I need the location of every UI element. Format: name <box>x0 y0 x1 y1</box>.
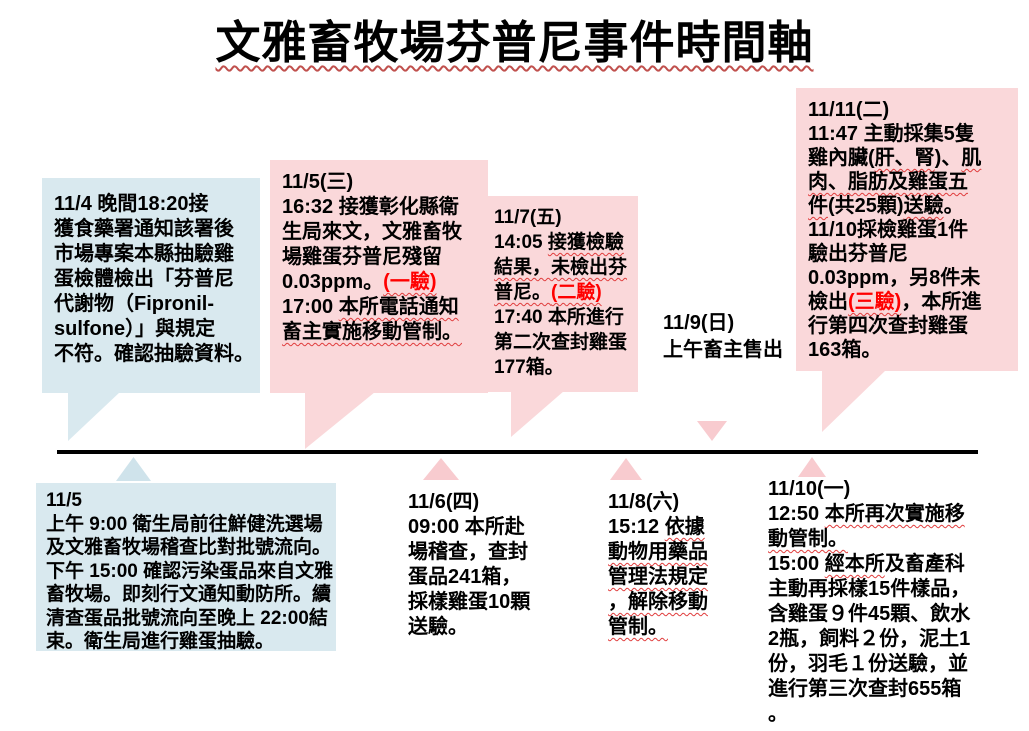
marker-triangle-11-8 <box>610 458 642 480</box>
block-11-10-text4: 經本所 <box>824 553 885 575</box>
callout-11-5-tail <box>305 392 375 449</box>
callout-11-11-text8: ，本所進 行第四次查封雞蛋 163箱。 <box>808 291 982 361</box>
marker-triangle-11-10 <box>798 457 826 477</box>
callout-11-7-text: 11/7(五) 14:05 <box>494 207 562 253</box>
callout-11-7-tail <box>511 391 564 437</box>
callout-11-5-text2: 17:00 <box>282 296 334 318</box>
callout-11-11-text5: (共25顆) <box>828 195 904 217</box>
callout-11-4-tail <box>68 392 120 441</box>
block-11-6: 11/6(四) 09:00 本所赴 場稽查，查封 蛋品241箱， 採樣雞蛋10顆… <box>408 490 530 640</box>
callout-11-11-text3: )、 <box>934 147 962 169</box>
callout-11-11-text6: 送驗 <box>903 195 944 217</box>
block-11-10: 11/10(一) 12:50 本所再次實施移 動管制。 15:00 經本所及畜產… <box>768 477 970 727</box>
page-title-text: 文雅畜牧場芬普尼事件時間軸 <box>215 17 814 68</box>
callout-11-4-text: 11/4 晚間18:20接 獲食藥署通知該署後 市場專案本縣抽驗雞 蛋檢體檢出「… <box>54 193 254 365</box>
block-11-10-text2: 本所再次實施移 動管制。 <box>768 503 965 550</box>
block-11-5: 11/5 上午 9:00 衛生局前往鮮健洗選場 及文雅畜牧場稽查比對批號流向。 … <box>36 483 336 652</box>
callout-11-5: 11/5(三) 16:32 接獲彰化縣衛 生局來文，文雅畜牧 場雞蛋芬普尼殘留 … <box>270 160 488 393</box>
callout-11-7: 11/7(五) 14:05 接獲檢驗 結果，未檢出芬 普尼。(二驗) 17:40… <box>486 196 638 392</box>
block-11-5-text: 11/5 上午 9:00 衛生局前往鮮健洗選場 及文雅畜牧場稽查比對批號流向。 … <box>46 490 334 652</box>
callout-11-11-text2: 肝、腎 <box>874 147 935 169</box>
callout-11-11-tail <box>822 370 886 432</box>
block-11-10-text3: 15:00 <box>768 553 820 575</box>
second-test-label: (二驗) <box>551 282 602 303</box>
callout-11-4: 11/4 晚間18:20接 獲食藥署通知該署後 市場專案本縣抽驗雞 蛋檢體檢出「… <box>42 178 260 393</box>
callout-11-5-text: 11/5(三) 16:32 接獲彰化縣衛 生局來文，文雅畜牧 場雞蛋芬普尼殘留 … <box>282 171 462 293</box>
marker-triangle-11-9 <box>697 421 727 441</box>
block-11-8-text: 11/8(六) 15:12 <box>608 491 680 538</box>
callout-11-5-text3: 本所電話通知 畜主實施移動管制。 <box>282 296 462 343</box>
block-11-10-text: 11/10(一) 12:50 <box>768 478 851 525</box>
callout-11-11: 11/11(二) 11:47 主動採集5隻 雞內臟(肝、腎)、肌 肉、脂肪及雞蛋… <box>796 88 1018 371</box>
block-11-8-text2: 依據 動物用藥品 管理法規定 ，解除移動 管制。 <box>608 516 708 638</box>
block-11-8: 11/8(六) 15:12 依據 動物用藥品 管理法規定 ，解除移動 管制。 <box>608 490 708 640</box>
callout-11-7-text3: 17:40 本所進行 第二次查封雞蛋 177箱。 <box>494 307 628 378</box>
label-11-9-text: 11/9(日) 上午畜主售出 <box>663 312 783 361</box>
callout-11-11-text4: 肌 肉、脂肪及雞蛋五 件 <box>808 147 982 217</box>
callout-11-11-text7: 。 11/10採檢雞蛋1件 驗出芬普尼 0.03ppm，另8件未 檢出 <box>808 195 981 313</box>
label-11-9: 11/9(日) 上午畜主售出 <box>663 310 783 364</box>
callout-11-11-text: 11/11(二) 11:47 主動採集5隻 雞內臟( <box>808 99 975 169</box>
page-title: 文雅畜牧場芬普尼事件時間軸 <box>0 6 1029 71</box>
third-test-label: (三驗) <box>848 291 902 313</box>
block-11-10-text5: 及畜產科 主動再採樣15件樣品， 含雞蛋９件45顆、飲水 2瓶，飼料２份，泥土1… <box>768 553 971 725</box>
block-11-6-text: 11/6(四) 09:00 本所赴 場稽查，查封 蛋品241箱， 採樣雞蛋10顆… <box>408 491 531 638</box>
timeline-axis <box>57 450 978 454</box>
callout-11-7-text2: 接獲檢驗 結果，未檢出芬 普尼。 <box>494 232 628 303</box>
marker-triangle-11-5 <box>116 457 151 481</box>
marker-triangle-11-6 <box>423 458 459 480</box>
first-test-label: (一驗) <box>383 271 437 293</box>
